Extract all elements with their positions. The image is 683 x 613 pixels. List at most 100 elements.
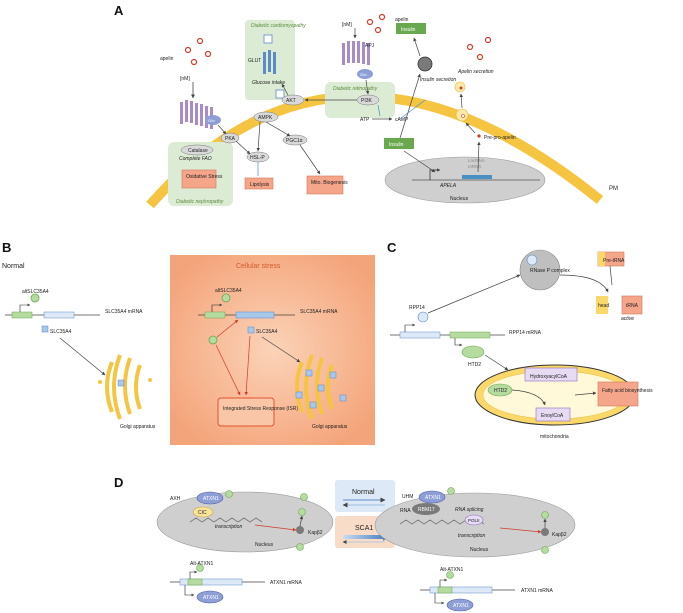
pre-trna-label: Pre-tRNA [603,258,625,264]
nucleus-right-label: Nucleus [470,547,489,553]
cic-protein [192,506,214,518]
alt-slc35a4-right-label: altSLC35A4 [215,288,242,294]
rpp14-label: RPP14 [409,305,425,311]
atxn1-prot-left-label: ATXN1 [203,595,219,601]
slc35a4-protein-left [41,325,49,333]
atxn1-nuc-right [418,490,446,504]
head-label: head [598,303,609,309]
golgi-right [295,354,347,420]
catalase-node [180,144,214,156]
gq-right-label: G/α [360,72,367,77]
apj-receptor-left [180,100,213,129]
rpp14-mrna-label: RPP14 mRNA [509,330,542,336]
apj-receptor-right [342,41,370,65]
panel-b-label: B [2,240,11,255]
gi-left-label: G/α [208,118,215,123]
apelin-left-label: apelin [160,56,174,62]
mitochondria-label: mitochondria [540,434,569,440]
enoyl-coa-box [535,407,571,422]
isr-label: Integrated Stress Response (ISR) [223,406,298,412]
head-box [596,296,608,314]
htd2-protein-top [461,345,485,359]
insulin-secretion-label: Insulin secretion [420,77,456,83]
insulin-top-box [396,23,426,34]
isr-box [217,397,275,427]
alt-orf-left [187,578,203,586]
panel-a-label: A [114,3,124,18]
atxn1-cds-right [429,586,493,594]
enoyl-label: EnoylCoA [541,413,564,419]
normal-box [335,480,395,512]
pol2-label: POLII [468,518,480,523]
akt-label: AKT [286,98,296,104]
glucose-square-in [275,89,285,99]
cellular-stress-label: Cellular stress [236,263,281,270]
panel-a: A PM Diabetic cardiomyopathy Diabetic re… [114,3,618,209]
atxn1-nuc-left [196,491,224,505]
slc35a4-right-label: SLC35A4 [256,329,278,335]
apela-gene-block [462,175,492,179]
alt-slc35a4-protein-left [30,293,40,303]
pka-node [220,132,240,144]
atxn1-mrna-right-label: ATXN1 mRNA [521,588,554,594]
pgc1a-label: PGC1α [286,138,303,144]
apj-label: APJ [365,43,375,49]
kapb2-pore-right [541,528,549,536]
transcription-left-label: transcription [215,524,242,530]
pre-pro-apelin-dot [477,134,481,138]
diabetic-cardiomyopathy-label: Diabetic cardiomyopathy [251,23,306,29]
golgi-right-label: Golgi apparatus [312,424,348,430]
mrna-label: mRNA [468,164,481,169]
pre-pro-apelin-label: Pre-pro-apelin [484,135,516,141]
apelin-secretion-label: Apelin secretion [457,69,494,75]
glut-label: GLUT [248,58,261,64]
diabetic-retinopathy-label: Diabetic retinopathy [333,86,378,92]
cic-label: CIC [198,510,207,516]
kapb2-left-label: Kapβ2 [308,530,323,536]
gi-protein-left [205,115,221,125]
trna-label: tRNA [626,303,639,309]
panel-c: C RNase P complex Pre-tRNA head tRNA act… [387,240,653,440]
rbm17-label: RBM17 [418,507,435,513]
lipolysis-box [244,177,274,190]
nucleus-left [156,491,334,553]
lncrna-label: LncRNA [468,158,485,163]
trna-box [621,295,643,315]
slc35a4-left-label: SLC35A4 [50,329,72,335]
slc35a4-mrna-left-label: SLC35A4 mRNA [105,309,143,315]
golgi-left-label: Golgi apparatus [120,424,156,430]
htd2-cds [449,331,491,339]
fatty-acid-box [597,381,639,407]
gq-protein-right [357,69,373,79]
apela-label: APELA [439,183,457,189]
glucose-square-out [263,34,273,44]
dna-left [189,517,263,523]
glut-transporter [263,52,266,74]
insulin-channel [417,56,433,72]
pi3k-label: PI3K [361,98,373,104]
uorf-left [11,311,33,319]
alt-atxn1-left-label: Alt-ATXN1 [190,561,213,567]
kapb2-pore-left [296,526,304,534]
sca1-box-label: SCA1 [355,525,373,532]
pka-label: PKA [225,136,236,142]
nm-right-label: [nM] [342,22,352,28]
golgi-left [98,354,152,420]
atxn1-protein-left [196,590,224,604]
apelin-dots-left [184,37,212,66]
atxn1-mrna-left-label: ATXN1 mRNA [270,580,303,586]
uorf-right [204,311,226,319]
alt-atxn1-protein-right [446,571,454,579]
normal-box-label: Normal [352,489,375,496]
nucleus-a-label: Nucleus [450,196,469,202]
transcription-right-label: transcription [458,533,485,539]
panel-c-label: C [387,240,397,255]
rna-label: RNA [400,508,411,514]
uhm-label: UHM [402,494,413,500]
rpp14-cds [399,331,441,339]
panel-d: D Nucleus AXH ATXN1 CIC transcription Ka… [114,475,576,612]
complete-fao-label: Complete FAO [179,156,212,162]
camp-label: cAMP [395,117,409,123]
mito-biogenesis-label: Mito. Biogenesis [311,180,348,186]
rnase-p-label: RNase P complex [530,268,570,274]
